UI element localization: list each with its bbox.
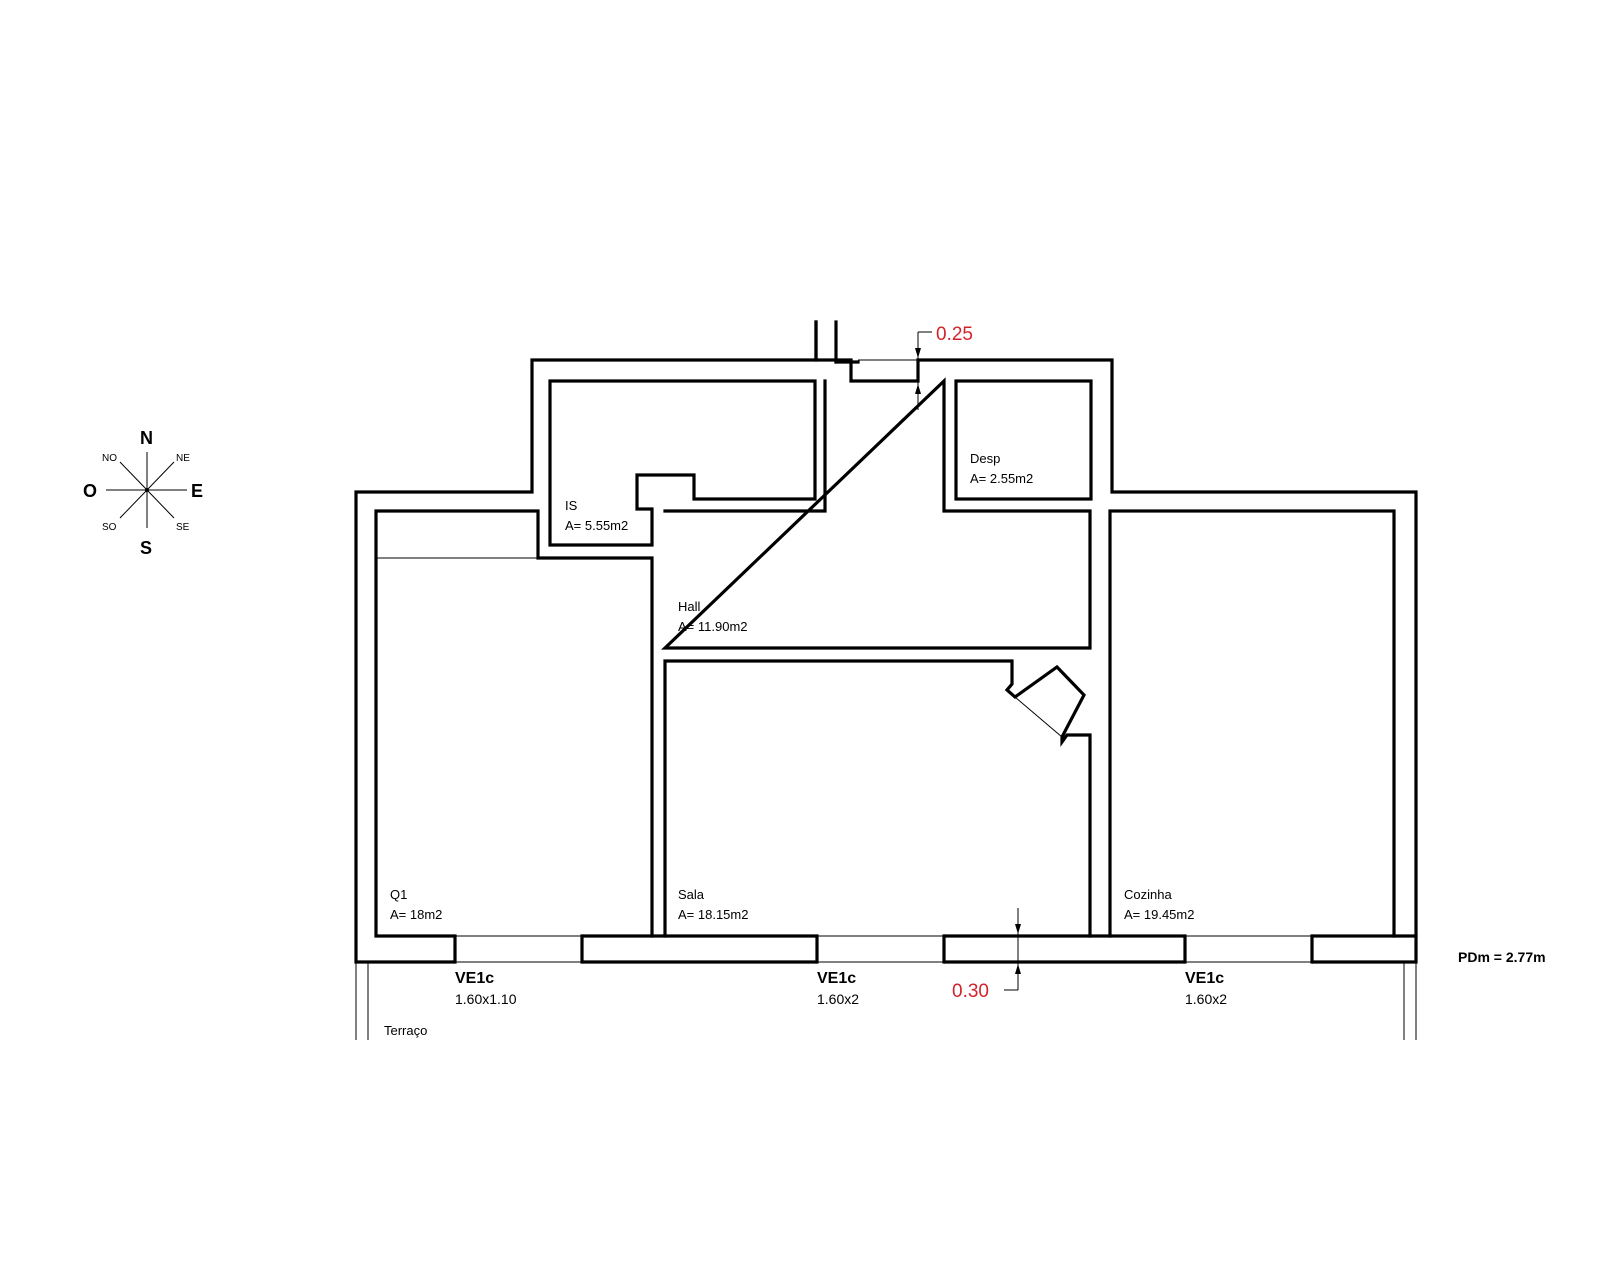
room-area: A= 18.15m2	[678, 907, 748, 922]
room-cozinha: Cozinha A= 19.45m2	[1124, 887, 1194, 922]
window-code: VE1c	[817, 970, 856, 987]
compass-east: E	[191, 481, 203, 501]
ceiling-height-label: PDm = 2.77m	[1458, 949, 1546, 965]
room-q1: Q1 A= 18m2	[390, 887, 442, 922]
compass-northeast: NE	[176, 453, 190, 464]
room-area: A= 5.55m2	[565, 518, 628, 533]
room-name: Cozinha	[1124, 887, 1172, 902]
window-label-3: VE1c 1.60x2	[1185, 970, 1227, 1007]
window-size: 1.60x1.10	[455, 991, 517, 1007]
window-code: VE1c	[455, 970, 494, 987]
room-area: A= 11.90m2	[678, 619, 748, 634]
room-name: Q1	[390, 887, 407, 902]
south-wall-windows	[453, 934, 1418, 964]
room-name: IS	[565, 498, 578, 513]
dimension-bottom: 0.30	[952, 908, 1021, 1002]
window-code: VE1c	[1185, 970, 1224, 987]
compass-west: O	[83, 481, 97, 501]
window-size: 1.60x2	[817, 991, 859, 1007]
dimension-top-value: 0.25	[936, 324, 973, 345]
compass-southwest: SO	[102, 522, 117, 533]
room-area: A= 19.45m2	[1124, 907, 1194, 922]
window-size: 1.60x2	[1185, 991, 1227, 1007]
interior-walls	[374, 377, 1396, 938]
dimension-bottom-value: 0.30	[952, 981, 989, 1002]
room-area: A= 2.55m2	[970, 471, 1033, 486]
exterior-walls	[354, 320, 1418, 964]
dimension-top: 0.25	[915, 324, 973, 410]
room-area: A= 18m2	[390, 907, 442, 922]
room-desp: Desp A= 2.55m2	[970, 451, 1033, 486]
window-label-1: VE1c 1.60x1.10	[455, 970, 517, 1007]
compass-rose-icon: N S E O NO NE SO SE	[83, 428, 203, 558]
terrace-label: Terraço	[384, 1023, 427, 1038]
compass-northwest: NO	[102, 453, 117, 464]
terrace-railing	[355, 962, 1417, 1040]
compass-southeast: SE	[176, 522, 190, 533]
room-hall: Hall A= 11.90m2	[678, 599, 748, 634]
compass-north: N	[140, 428, 153, 448]
room-name: Hall	[678, 599, 701, 614]
room-name: Desp	[970, 451, 1000, 466]
room-is: IS A= 5.55m2	[565, 498, 628, 533]
room-sala: Sala A= 18.15m2	[678, 887, 748, 922]
window-label-2: VE1c 1.60x2	[817, 970, 859, 1007]
compass-south: S	[140, 538, 152, 558]
room-name: Sala	[678, 887, 705, 902]
